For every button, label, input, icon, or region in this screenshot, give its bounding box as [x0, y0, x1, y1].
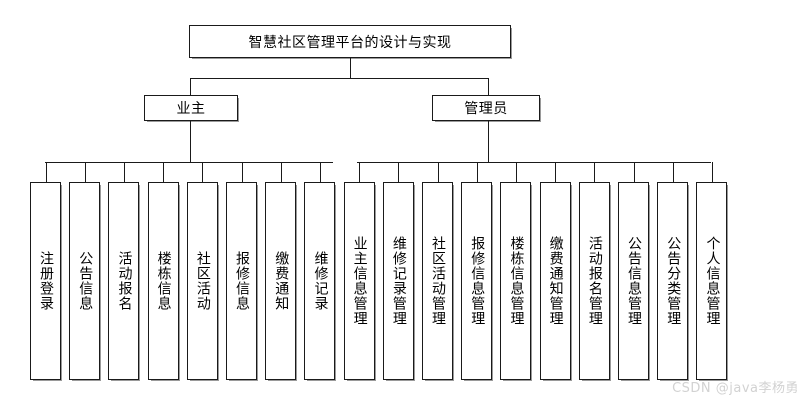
leaf-node-label: 社区活动管理 — [430, 236, 447, 326]
connector-leaf-drop-admin-2 — [398, 162, 400, 182]
leaf-node-label: 社区活动 — [194, 251, 211, 311]
leaf-node-label: 维修记录 — [312, 251, 329, 311]
role-node-admin: 管理员 — [432, 95, 540, 121]
role-node-owner: 业主 — [144, 95, 238, 121]
connector-leaf-drop-admin-5 — [515, 162, 517, 182]
connector-leaf-drop-owner-6 — [241, 162, 243, 182]
leaf-node-owner-5: 社区活动 — [186, 182, 218, 380]
connector-owner-drop — [190, 78, 191, 95]
leaf-node-owner-1: 注册登录 — [30, 182, 61, 380]
leaf-node-label: 公告信息管理 — [626, 236, 643, 326]
connector-admin-leaf-bus — [357, 162, 711, 163]
leaf-node-label: 缴费通知管理 — [547, 236, 564, 326]
role-node-owner-label: 业主 — [176, 101, 206, 117]
connector-leaf-drop-admin-6 — [555, 162, 557, 182]
leaf-node-owner-3: 活动报名 — [108, 182, 140, 380]
leaf-node-admin-8: 公告信息管理 — [618, 182, 649, 380]
leaf-node-admin-7: 活动报名管理 — [578, 182, 610, 380]
root-node-system-title: 智慧社区管理平台的设计与实现 — [189, 25, 511, 58]
leaf-node-label: 楼栋信息 — [155, 251, 172, 311]
leaf-node-label: 业主信息管理 — [351, 236, 368, 326]
leaf-node-admin-10: 个人信息管理 — [696, 182, 728, 380]
leaf-node-label: 活动报名 — [116, 251, 133, 311]
leaf-node-admin-9: 公告分类管理 — [657, 182, 689, 380]
leaf-node-admin-2: 维修记录管理 — [382, 182, 414, 380]
leaf-node-label: 缴费通知 — [273, 251, 290, 311]
leaf-node-label: 报修信息 — [234, 251, 251, 311]
connector-leaf-drop-admin-3 — [437, 162, 439, 182]
leaf-node-label: 活动报名管理 — [586, 236, 603, 326]
leaf-node-owner-6: 报修信息 — [226, 182, 257, 380]
connector-admin-drop — [488, 78, 489, 95]
leaf-node-admin-6: 缴费通知管理 — [539, 182, 571, 380]
leaf-node-admin-1: 业主信息管理 — [343, 182, 375, 380]
leaf-node-owner-8: 维修记录 — [304, 182, 336, 380]
connector-leaf-drop-owner-4 — [163, 162, 165, 182]
connector-leaf-drop-admin-9 — [672, 162, 674, 182]
connector-leaf-drop-owner-7 — [280, 162, 282, 182]
leaf-node-owner-4: 楼栋信息 — [147, 182, 179, 380]
connector-owner-leaf-bus — [45, 162, 333, 163]
connector-leaf-drop-admin-1 — [359, 162, 361, 182]
connector-leaf-drop-admin-4 — [476, 162, 478, 182]
leaf-node-label: 维修记录管理 — [390, 236, 407, 326]
connector-leaf-drop-owner-5 — [202, 162, 204, 182]
leaf-node-label: 报修信息管理 — [469, 236, 486, 326]
leaf-node-label: 公告分类管理 — [665, 236, 682, 326]
watermark-text: CSDN @java李杨勇 — [672, 381, 799, 396]
leaf-node-label: 注册登录 — [38, 251, 55, 311]
connector-leaf-drop-owner-3 — [123, 162, 125, 182]
leaf-node-admin-3: 社区活动管理 — [422, 182, 453, 380]
leaf-node-label: 公告信息 — [77, 251, 94, 311]
connector-owner-stem — [190, 121, 191, 162]
connector-role-bus — [190, 78, 488, 79]
connector-leaf-drop-admin-10 — [711, 162, 713, 182]
leaf-node-label: 个人信息管理 — [704, 236, 721, 326]
connector-leaf-drop-owner-8 — [319, 162, 321, 182]
role-node-admin-label: 管理员 — [464, 101, 508, 117]
leaf-node-owner-7: 缴费通知 — [265, 182, 297, 380]
connector-root-stem — [350, 58, 351, 78]
connector-leaf-drop-owner-2 — [84, 162, 86, 182]
connector-leaf-drop-admin-8 — [633, 162, 635, 182]
leaf-node-owner-2: 公告信息 — [69, 182, 101, 380]
connector-leaf-drop-owner-1 — [45, 162, 47, 182]
connector-leaf-drop-admin-7 — [594, 162, 596, 182]
root-node-label: 智慧社区管理平台的设计与实现 — [248, 34, 452, 51]
leaf-node-label: 楼栋信息管理 — [508, 236, 525, 326]
leaf-node-admin-4: 报修信息管理 — [461, 182, 493, 380]
leaf-node-admin-5: 楼栋信息管理 — [500, 182, 532, 380]
connector-admin-stem — [488, 121, 489, 162]
